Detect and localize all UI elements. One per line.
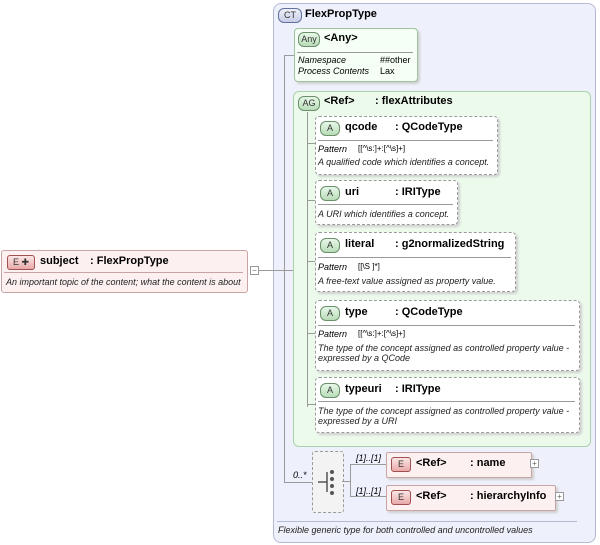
connector <box>342 481 350 482</box>
attribute-description: A URI which identifies a concept. <box>318 209 450 219</box>
attribute-qcode[interactable] <box>315 116 498 175</box>
complex-type-title: FlexPropType <box>305 8 377 20</box>
element-type-name: : name <box>470 457 506 469</box>
connector <box>307 333 316 334</box>
connector <box>259 270 284 271</box>
attribute-name: literal <box>345 238 375 250</box>
attribute-description: The type of the concept assigned as cont… <box>318 406 570 426</box>
attribute-badge: A <box>320 186 340 201</box>
element-occurrence: [1]..[1] <box>356 453 382 463</box>
element-ref: <Ref> <box>416 457 447 469</box>
pattern-label: Pattern <box>318 329 348 339</box>
attribute-name: typeuri <box>345 383 382 395</box>
any-badge: Any <box>298 32 320 47</box>
attribute-type: : QCodeType <box>395 121 463 133</box>
attribute-description: The type of the concept assigned as cont… <box>318 343 570 363</box>
connector <box>284 55 285 482</box>
divider <box>297 52 413 53</box>
complex-type-badge: CT <box>278 8 302 23</box>
sequence-occurrence: 0..* <box>293 470 307 480</box>
attribute-type: : IRIType <box>395 186 441 198</box>
connector <box>307 404 316 405</box>
attribute-name: uri <box>345 186 360 198</box>
connector <box>307 112 308 407</box>
subject-type: : FlexPropType <box>90 255 169 267</box>
sequence-icon <box>318 470 334 495</box>
pattern-label: Pattern <box>318 144 348 154</box>
connector <box>284 270 294 271</box>
namespace-label: Namespace <box>298 55 347 65</box>
element-occurrence: [1]..[1] <box>356 486 382 496</box>
attribute-type: : g2normalizedString <box>395 238 505 250</box>
subject-element[interactable] <box>1 250 248 293</box>
element-badge: E <box>391 490 411 505</box>
attribute-badge: A <box>320 306 340 321</box>
connector <box>307 261 316 262</box>
any-title: <Any> <box>324 32 358 44</box>
pattern-label: Pattern <box>318 262 348 272</box>
connector <box>350 464 386 465</box>
connector <box>307 143 316 144</box>
element-hierarchyinfo[interactable] <box>386 485 556 511</box>
connector <box>350 464 351 496</box>
expand-toggle[interactable]: + <box>530 459 539 468</box>
attribute-literal[interactable] <box>315 232 516 292</box>
sequence-compositor[interactable] <box>312 451 344 513</box>
collapse-toggle[interactable]: − <box>250 266 259 275</box>
attribute-badge: A <box>320 383 340 398</box>
subject-description: An important topic of the content; what … <box>6 277 241 287</box>
divider <box>318 204 453 205</box>
complex-type-description: Flexible generic type for both controlle… <box>278 525 533 535</box>
connector <box>350 496 386 497</box>
divider <box>318 257 511 258</box>
attribute-badge: A <box>320 238 340 253</box>
attribute-badge: A <box>320 121 340 136</box>
process-contents-label: Process Contents <box>298 66 370 76</box>
pattern-value: [[^\s:]+:[^\s]+] <box>358 144 406 153</box>
divider <box>4 272 243 273</box>
attribute-type-box[interactable] <box>315 300 580 371</box>
element-type-name: : hierarchyInfo <box>470 490 547 502</box>
element-ref: <Ref> <box>416 490 447 502</box>
connector <box>307 200 316 201</box>
pattern-value: [[^\s:]+:[^\s]+] <box>358 329 406 338</box>
process-contents-value: Lax <box>380 66 395 76</box>
pattern-value: [[\S ]*] <box>358 262 380 271</box>
subject-name: subject <box>40 255 79 267</box>
namespace-value: ##other <box>380 55 411 65</box>
attribute-description: A qualified code which identifies a conc… <box>318 157 490 167</box>
attribute-type: : IRIType <box>395 383 441 395</box>
connector <box>284 482 312 483</box>
divider <box>318 401 575 402</box>
divider <box>277 521 577 522</box>
attribute-name: type <box>345 306 368 318</box>
divider <box>318 325 575 326</box>
element-badge: E <box>391 457 411 472</box>
attribute-group-badge: AG <box>298 96 320 111</box>
divider <box>318 140 493 141</box>
expand-toggle[interactable]: + <box>555 492 564 501</box>
attribute-typeuri[interactable] <box>315 377 580 433</box>
attribute-description: A free-text value assigned as property v… <box>318 276 496 286</box>
attribute-type: : QCodeType <box>395 306 463 318</box>
attribute-group-ref: <Ref> <box>324 95 355 107</box>
connector <box>284 55 294 56</box>
attribute-name: qcode <box>345 121 378 133</box>
element-badge: E ✚ <box>7 255 35 270</box>
attribute-group-name: : flexAttributes <box>375 95 453 107</box>
